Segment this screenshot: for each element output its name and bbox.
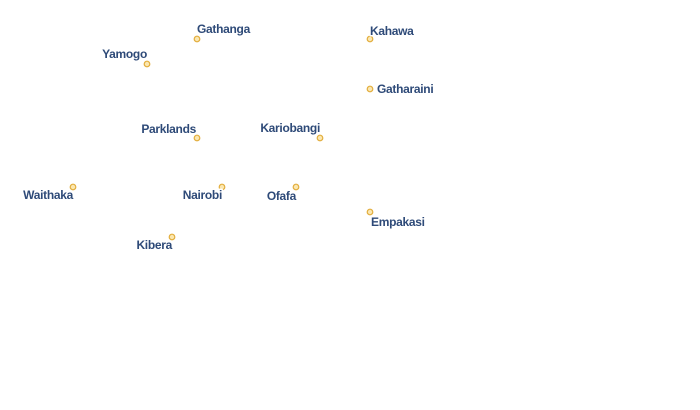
place-marker-gathanga[interactable]	[193, 35, 201, 43]
place-label-gatharaini: Gatharaini	[377, 82, 433, 96]
place-label-nairobi: Nairobi	[183, 188, 222, 202]
place-label-kariobangi: Kariobangi	[260, 121, 320, 135]
place-marker-yamogo[interactable]	[143, 60, 151, 68]
place-marker-kibera[interactable]	[168, 233, 176, 241]
place-label-parklands: Parklands	[141, 122, 196, 136]
place-label-ofafa: Ofafa	[267, 189, 297, 203]
place-marker-waithaka[interactable]	[69, 183, 77, 191]
place-marker-gatharaini[interactable]	[366, 85, 374, 93]
place-label-yamogo: Yamogo	[102, 47, 147, 61]
place-gathanga[interactable]: Gathanga	[193, 21, 252, 43]
place-label-gathanga: Gathanga	[197, 22, 251, 36]
place-ofafa[interactable]: Ofafa	[265, 183, 300, 205]
place-label-empakasi: Empakasi	[371, 215, 425, 229]
place-marker-parklands[interactable]	[193, 134, 201, 142]
place-waithaka[interactable]: Waithaka	[22, 183, 77, 204]
place-marker-kariobangi[interactable]	[316, 134, 324, 142]
place-kahawa[interactable]: Kahawa	[366, 23, 416, 43]
place-nairobi[interactable]: Nairobi	[181, 183, 226, 204]
place-yamogo[interactable]: Yamogo	[101, 46, 151, 68]
place-label-kahawa: Kahawa	[370, 24, 414, 38]
place-kariobangi[interactable]: Kariobangi	[259, 120, 324, 142]
place-marker-empakasi[interactable]	[366, 208, 374, 216]
place-label-waithaka: Waithaka	[23, 188, 73, 202]
place-kibera[interactable]: Kibera	[135, 233, 176, 254]
place-gatharaini[interactable]: Gatharaini	[366, 81, 435, 98]
place-marker-kahawa[interactable]	[366, 35, 374, 43]
place-label-kibera: Kibera	[136, 238, 172, 252]
place-empakasi[interactable]: Empakasi	[366, 208, 426, 231]
place-marker-nairobi[interactable]	[218, 183, 226, 191]
place-parklands[interactable]: Parklands	[140, 121, 201, 142]
place-marker-ofafa[interactable]	[292, 183, 300, 191]
